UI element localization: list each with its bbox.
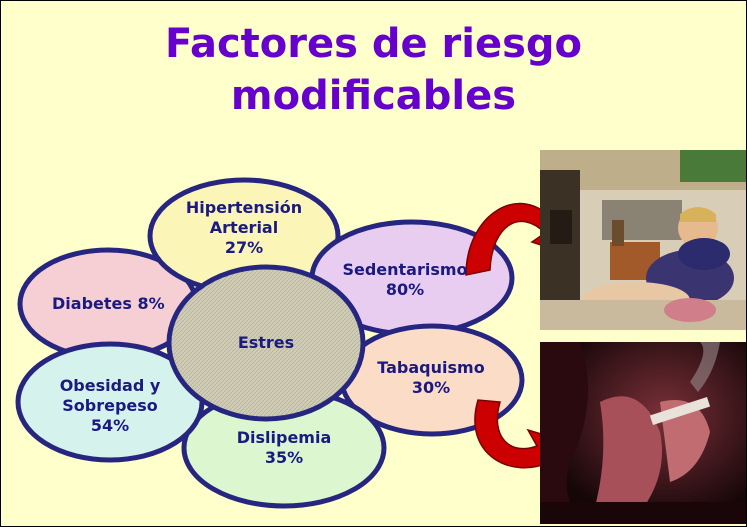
dislipemia-label: Dislipemia 35% [236, 428, 332, 467]
tabaquismo-label: Tabaquismo 30% [377, 358, 485, 397]
sedentary-child-photo [540, 150, 746, 330]
sedentarismo-label: Sedentarismo 80% [342, 260, 468, 299]
hipertension-label: Hipertensión Arterial 27% [185, 198, 303, 257]
smoking-person-photo [540, 342, 746, 524]
slide-title: Factores de riesgo modificables [0, 18, 747, 122]
diabetes-label: Diabetes 8% [52, 294, 165, 313]
title-line-1: Factores de riesgo [164, 21, 583, 67]
title-line-2: modificables [230, 73, 517, 119]
estres-hatch [171, 269, 361, 417]
estres-label: Estres [237, 333, 295, 352]
obesidad-label: Obesidad y Sobrepeso 54% [59, 376, 161, 435]
